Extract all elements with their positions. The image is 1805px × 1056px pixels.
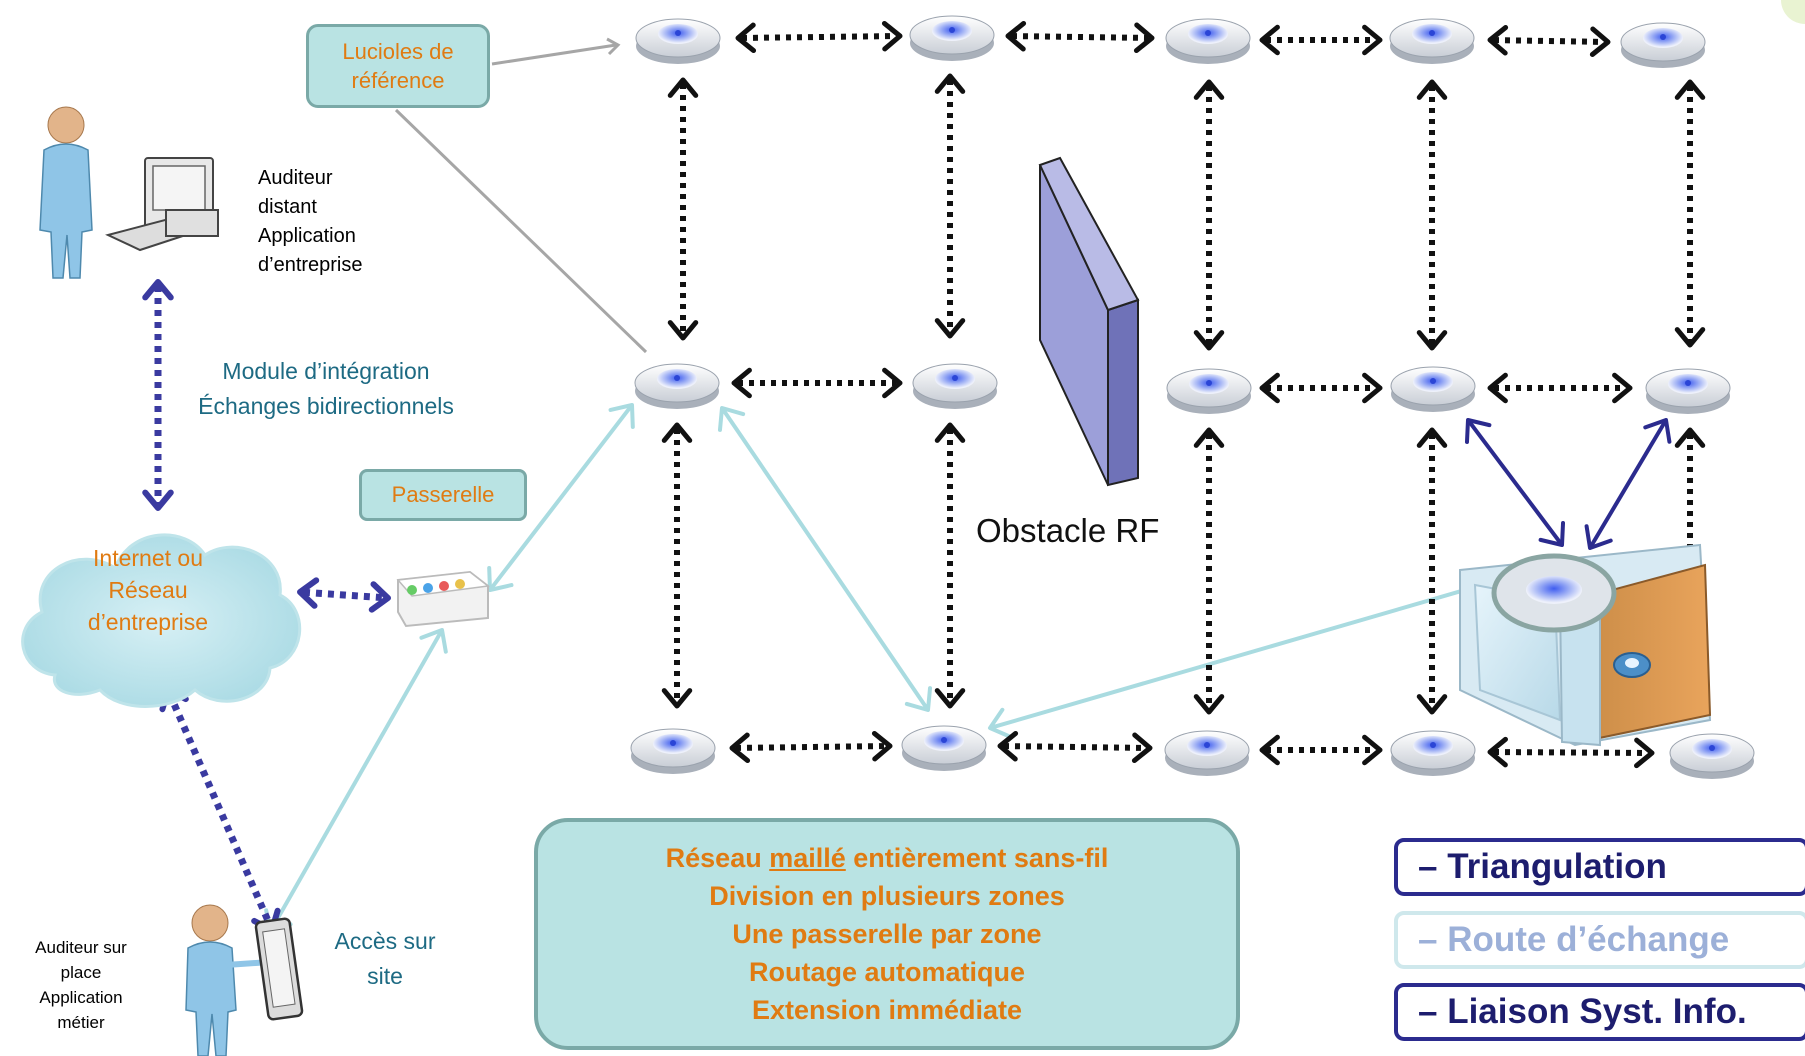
cloud-icon (21, 533, 302, 708)
summary-line1-pre: Réseau (665, 843, 770, 873)
firefly-node-icon (909, 15, 995, 62)
site-access-line1: Accès sur (334, 928, 436, 954)
computer-icon (105, 157, 219, 252)
mesh-summary-box: Réseau maillé entièrement sans-fil Divis… (534, 818, 1240, 1050)
site-auditor-label: Auditeur sur place Application métier (6, 935, 156, 1035)
legend-triangulation-label: – Triangulation (1418, 847, 1667, 886)
reference-links (394, 37, 648, 521)
remote-auditor-line4: d’entreprise (258, 254, 363, 276)
remote-auditor-line3: Application (258, 225, 356, 247)
summary-line1-post: entièrement sans-fil (845, 843, 1109, 873)
remote-auditor-line1: Auditeur (258, 167, 333, 189)
reference-label-line1: Lucioles de (342, 39, 454, 64)
gateway-label: Passerelle (391, 482, 495, 507)
network-line1: Internet ou (93, 545, 203, 571)
summary-line2: Division en plusieurs zones (709, 881, 1065, 911)
network-line3: d’entreprise (87, 609, 209, 635)
firefly-node-icon (1620, 22, 1706, 69)
site-auditor-line4: métier (57, 1013, 105, 1032)
corner-decoration (1781, 0, 1805, 24)
legend-triangulation: – Triangulation (1394, 838, 1805, 896)
site-auditor (185, 904, 304, 1056)
firefly-node-icon (1390, 366, 1476, 413)
integration-module-line1: Module d’intégration (222, 358, 430, 384)
legend-liaison-label: – Liaison Syst. Info. (1418, 992, 1747, 1031)
obstacle-panel-icon (1038, 156, 1140, 487)
obstacle-label: Obstacle RF (976, 512, 1160, 549)
person-icon (185, 904, 271, 1056)
firefly-node-icon (901, 725, 987, 772)
network-cloud-label: Internet ou Réseau d’entreprise (48, 542, 248, 638)
legend-exchange-route: – Route d’échange (1394, 911, 1805, 969)
person-icon (39, 106, 93, 279)
firefly-node-icon (630, 728, 716, 775)
remote-auditor (39, 106, 219, 279)
firefly-node-icon (1390, 730, 1476, 777)
site-auditor-line3: Application (39, 988, 123, 1007)
reference-label-line2: référence (351, 68, 445, 93)
firefly-node-icon (1165, 18, 1251, 65)
mesh-links (661, 20, 1706, 769)
summary-line3: Une passerelle par zone (732, 919, 1042, 949)
legend-info-system-link: – Liaison Syst. Info. (1394, 983, 1805, 1041)
firefly-node-icon (1669, 733, 1755, 780)
site-access-line2: site (367, 963, 403, 989)
remote-auditor-label: Auditeur distant Application d’entrepris… (258, 164, 363, 280)
firefly-node-icon (1166, 368, 1252, 415)
summary-line1-underlined: maillé (769, 843, 846, 873)
site-auditor-line2: place (60, 963, 102, 982)
firefly-node-icon (635, 18, 721, 65)
tablet-icon (254, 917, 304, 1021)
firefly-node-icon (1164, 730, 1250, 777)
firefly-node-icon (1389, 18, 1475, 65)
legend-route-label: – Route d’échange (1418, 920, 1730, 959)
summary-line1: Réseau maillé entièrement sans-fil (666, 839, 1109, 877)
reference-fireflies-box: Lucioles de référence (306, 24, 490, 108)
firefly-node-icon (634, 363, 720, 410)
firefly-node-icon (912, 363, 998, 410)
enclosure-icon (1459, 543, 1712, 747)
remote-auditor-line2: distant (258, 196, 317, 218)
gateway-device-icon (396, 570, 490, 628)
integration-module-line2: Échanges bidirectionnels (198, 393, 454, 419)
network-line2: Réseau (108, 577, 188, 603)
site-access-label: Accès sur site (318, 924, 452, 994)
site-auditor-line1: Auditeur sur (35, 938, 127, 957)
gateway-label-box: Passerelle (359, 469, 527, 521)
firefly-node-icon (1645, 368, 1731, 415)
integration-module-label: Module d’intégration Échanges bidirectio… (178, 354, 474, 424)
summary-line4: Routage automatique (748, 957, 1025, 987)
summary-line5: Extension immédiate (751, 995, 1023, 1025)
